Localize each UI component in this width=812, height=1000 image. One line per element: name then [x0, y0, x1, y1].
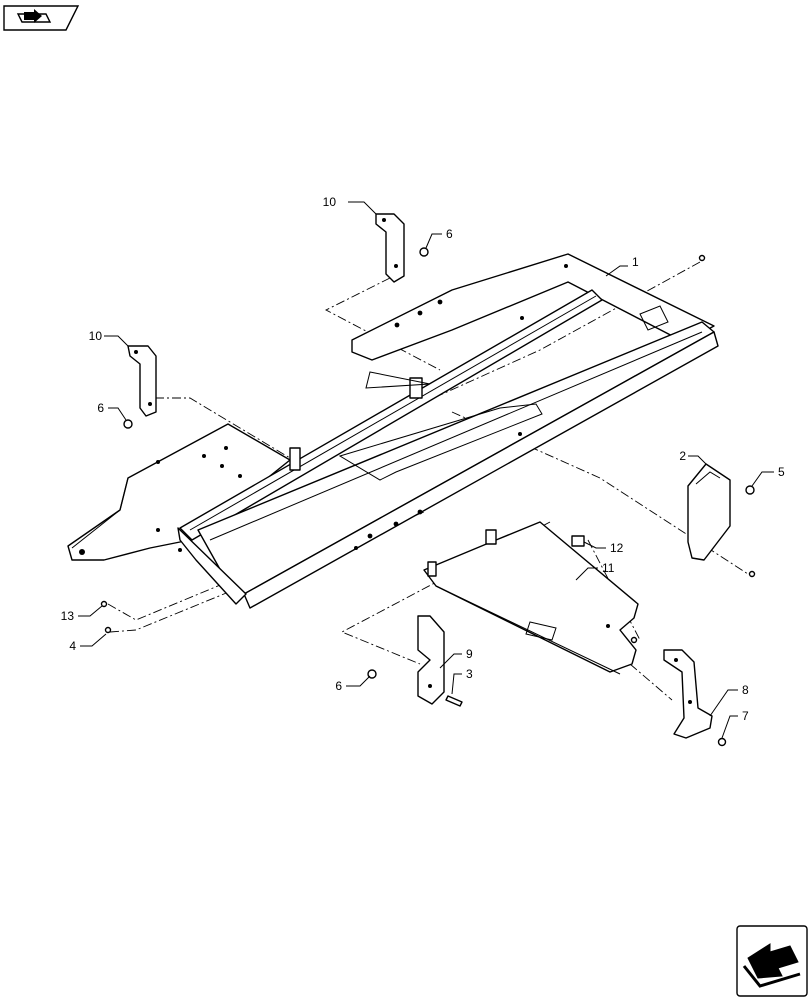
bolt-13: [100, 600, 108, 608]
callout-3: 3: [466, 667, 473, 681]
bracket-8: [663, 649, 713, 739]
next-page-icon: [742, 943, 801, 988]
bracket-10-upper: [375, 213, 405, 283]
bolt-12: [571, 535, 585, 547]
callout-5: 5: [778, 465, 785, 479]
callout-10-left: 10: [89, 329, 103, 343]
nut-6-left: [123, 419, 133, 429]
callout-7: 7: [742, 709, 749, 723]
bracket-10-left: [127, 345, 157, 417]
bolt-7: [717, 737, 727, 747]
callout-6-upper: 6: [446, 227, 453, 241]
bolt-3: [445, 695, 463, 707]
callout-9: 9: [466, 647, 473, 661]
callout-6-lower: 6: [335, 679, 342, 693]
previous-page-icon: [16, 9, 52, 23]
washer-plate-11: [630, 636, 638, 644]
bolt-shield-bottom: [748, 570, 756, 578]
callout-leaders: [78, 201, 774, 739]
hardware: [100, 247, 756, 747]
callout-11: 11: [602, 561, 615, 575]
previous-page-button[interactable]: [3, 5, 80, 31]
next-page-button[interactable]: [736, 925, 808, 997]
nut-6-upper: [419, 247, 429, 257]
plate-11: [423, 521, 639, 675]
callout-13: 13: [61, 609, 75, 623]
callouts: 10 6 10 6 1 2 5 12 11 9 3 6 13 4 8 7: [61, 195, 785, 723]
frame-rear-plate: [351, 253, 715, 361]
callout-1: 1: [632, 255, 639, 269]
callout-12: 12: [610, 541, 624, 555]
main-frame: [67, 289, 719, 609]
nut-5: [745, 485, 755, 495]
callout-2: 2: [679, 449, 686, 463]
bracket-9: [417, 615, 445, 705]
callout-6-left: 6: [97, 401, 104, 415]
callout-8: 8: [742, 683, 749, 697]
callout-10-upper: 10: [323, 195, 337, 209]
bolt-upper-right: [698, 254, 706, 262]
bolt-4: [104, 626, 112, 634]
shield-2: [687, 463, 731, 561]
callout-4: 4: [69, 639, 76, 653]
